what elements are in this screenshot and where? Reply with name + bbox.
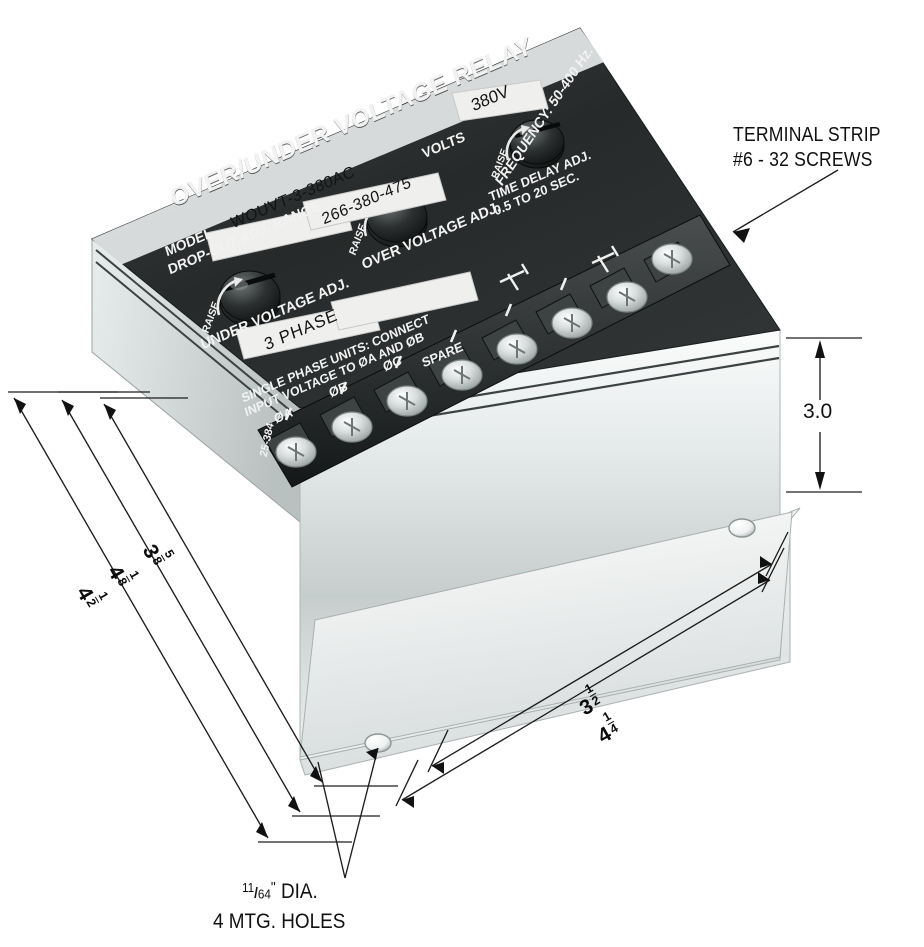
leader-mounting-hole-front	[344, 747, 379, 879]
dimension-height-value: 3.0	[803, 400, 833, 423]
side-seam-line-1	[95, 249, 299, 418]
terminal-strip-callout-line1: TERMINAL STRIP	[733, 123, 881, 146]
leader-mounting-hole-rear	[317, 761, 346, 879]
terminal-tick-marks	[284, 277, 568, 421]
terminal-positions	[265, 241, 693, 468]
hole-dia-word: DIA.	[280, 880, 318, 903]
ground-symbol-icon-2	[499, 263, 530, 291]
faceplate-bezel	[92, 28, 604, 266]
dropout-value-field	[302, 172, 447, 231]
dimension-lines	[8, 169, 862, 879]
ground-symbol-icon	[591, 245, 620, 273]
terminal-strip-callout-line2: #6 - 32 SCREWS	[733, 148, 873, 171]
hole-unit: "	[270, 879, 276, 896]
mounting-hole-front-left	[364, 733, 392, 753]
hole-fraction-numerator: 11	[242, 880, 255, 896]
single-phase-note-field	[330, 271, 479, 331]
dim-line-depth-4-1-2	[13, 397, 269, 839]
dim-line-width-4-1-4	[401, 579, 771, 801]
terminal-strip	[257, 214, 731, 488]
leader-terminal-strip	[732, 169, 839, 233]
dim-line-depth-4-1-8	[61, 399, 301, 813]
side-seam-line-2	[95, 261, 299, 430]
hole-fraction-denominator: 64	[257, 886, 271, 902]
mounting-flange-plate	[299, 511, 793, 758]
volts-value-field	[451, 79, 549, 122]
dimension-arrowheads	[14, 228, 825, 838]
mounting-hole-front-right	[728, 518, 756, 538]
mounting-holes-callout-line2: 4 MTG. HOLES	[213, 910, 346, 933]
dim-line-width-3-1-2	[431, 563, 773, 767]
dim-line-depth-3-5-8	[103, 403, 323, 783]
mounting-holes-callout-line1: 11/64" DIA.	[242, 879, 318, 903]
